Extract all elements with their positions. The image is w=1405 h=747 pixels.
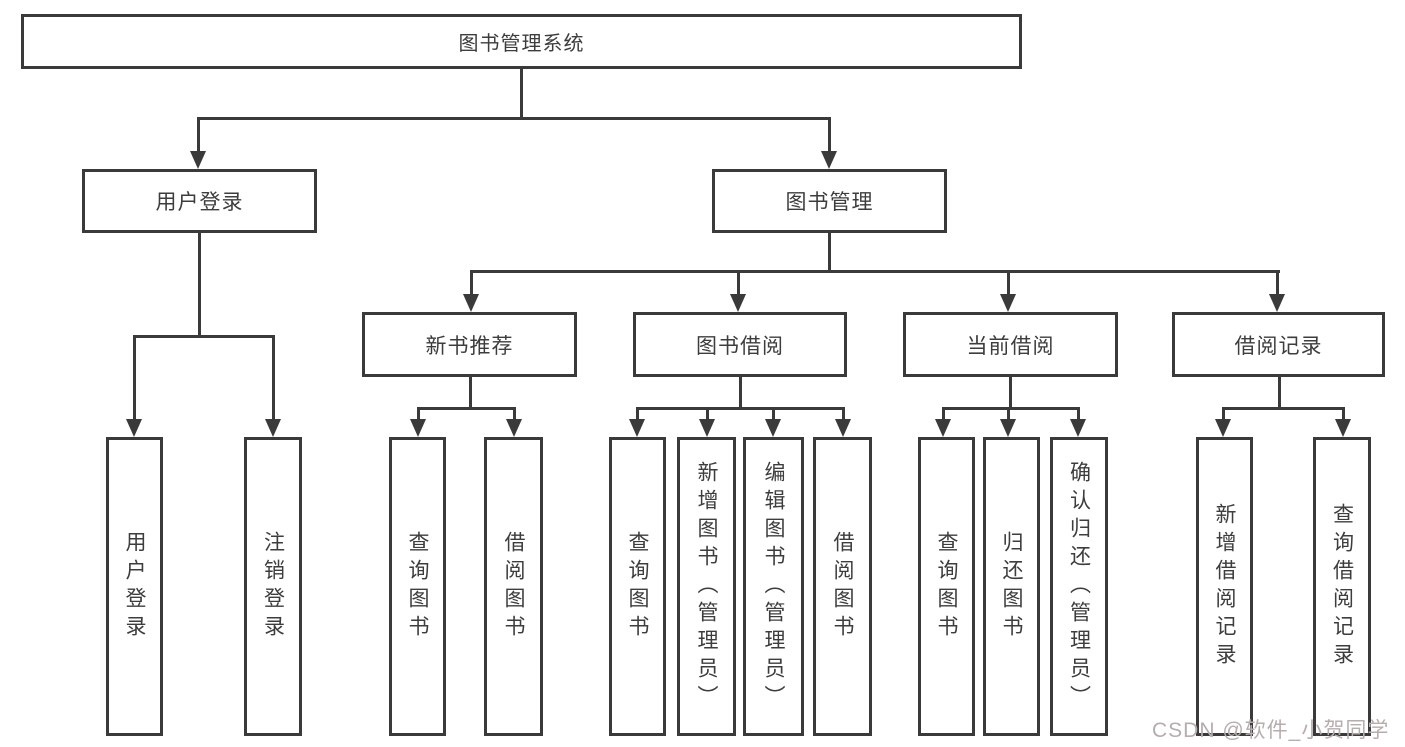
connector-new-book-recommend-stub <box>469 377 472 408</box>
leaf-add-borrow-record-label: 新增借阅记录 <box>1213 502 1236 671</box>
connector-arrow-leaf-user-login-line <box>133 335 136 420</box>
node-borrow-records: 借阅记录 <box>1172 312 1385 377</box>
leaf-user-login: 用户登录 <box>106 437 163 736</box>
arrowhead-book-borrow <box>730 294 746 312</box>
connector-arrow-cb-leaf1-line <box>942 407 945 421</box>
connector-arrow-bb-leaf3-line <box>772 407 775 421</box>
connector-borrow-records-rail <box>1222 407 1345 410</box>
node-root-label: 图书管理系统 <box>458 33 585 55</box>
leaf-confirm-return-admin: 确认归还（管理员） <box>1050 437 1108 736</box>
leaf-query-books-recommend: 查询图书 <box>389 437 446 736</box>
connector-arrow-book-borrow-line <box>737 270 740 296</box>
leaf-borrow-books-label: 借阅图书 <box>831 530 854 643</box>
arrowhead-bb-leaf3 <box>765 419 781 437</box>
connector-arrow-nbr-leaf2-line <box>513 407 516 421</box>
leaf-return-book: 归还图书 <box>983 437 1040 736</box>
connector-arrow-bb-leaf4-line <box>842 407 845 421</box>
leaf-query-books-borrow-label: 查询图书 <box>626 530 649 643</box>
connector-level3-rail <box>470 270 1280 273</box>
arrowhead-br-leaf2 <box>1335 419 1351 437</box>
node-current-borrow: 当前借阅 <box>903 312 1118 377</box>
arrowhead-book-management <box>821 151 837 169</box>
arrowhead-nbr-leaf1 <box>410 419 426 437</box>
arrowhead-user-login <box>190 151 206 169</box>
arrowhead-new-book-recommend <box>463 294 479 312</box>
node-current-borrow-label: 当前借阅 <box>966 334 1055 358</box>
connector-arrow-user-login-line <box>197 117 200 153</box>
leaf-edit-book-admin-label: 编辑图书（管理员） <box>762 460 785 713</box>
connector-book-borrow-stub <box>739 377 742 408</box>
connector-arrow-leaf-logout-line <box>272 335 275 420</box>
connector-current-borrow-stub <box>1009 377 1012 408</box>
arrowhead-bb-leaf1 <box>629 419 645 437</box>
node-book-management-label: 图书管理 <box>785 191 874 214</box>
csdn-watermark: CSDN @软件_小贺同学 <box>1152 719 1390 742</box>
node-user-login: 用户登录 <box>82 169 317 233</box>
connector-user-login-rail <box>133 335 275 338</box>
leaf-confirm-return-admin-label: 确认归还（管理员） <box>1067 460 1091 713</box>
leaf-query-books-borrow: 查询图书 <box>609 437 666 736</box>
arrowhead-leaf-user-login <box>126 419 142 437</box>
connector-user-login-stub <box>198 233 201 336</box>
connector-current-borrow-rail <box>942 407 1080 410</box>
node-new-book-recommend: 新书推荐 <box>362 312 577 377</box>
arrowhead-cb-leaf3 <box>1070 419 1086 437</box>
connector-arrow-book-management-line <box>828 117 831 153</box>
leaf-user-login-label: 用户登录 <box>123 530 146 643</box>
connector-arrow-br-leaf1-line <box>1222 407 1225 421</box>
connector-new-book-recommend-rail <box>417 407 516 410</box>
leaf-query-books-current-label: 查询图书 <box>935 530 958 643</box>
leaf-logout-label: 注销登录 <box>261 530 285 643</box>
arrowhead-cb-leaf2 <box>1000 419 1016 437</box>
arrowhead-nbr-leaf2 <box>506 419 522 437</box>
arrowhead-cb-leaf1 <box>935 419 951 437</box>
leaf-borrow-books-recommend: 借阅图书 <box>484 437 543 736</box>
node-book-management: 图书管理 <box>712 169 947 233</box>
connector-arrow-cb-leaf3-line <box>1077 407 1080 421</box>
arrowhead-borrow-records <box>1269 294 1285 312</box>
node-borrow-records-label: 借阅记录 <box>1234 334 1323 358</box>
node-book-borrow-label: 图书借阅 <box>696 334 784 358</box>
arrowhead-br-leaf1 <box>1215 419 1231 437</box>
leaf-borrow-books: 借阅图书 <box>813 437 872 736</box>
arrowhead-current-borrow <box>1000 294 1016 312</box>
node-root: 图书管理系统 <box>21 14 1022 69</box>
leaf-add-borrow-record: 新增借阅记录 <box>1196 437 1253 736</box>
connector-arrow-borrow-records-line <box>1276 270 1279 296</box>
connector-arrow-nbr-leaf1-line <box>417 407 420 421</box>
connector-root-stub <box>520 67 523 119</box>
leaf-add-book-admin-label: 新增图书（管理员） <box>695 460 718 713</box>
leaf-query-books-recommend-label: 查询图书 <box>406 530 429 643</box>
leaf-query-borrow-record-label: 查询借阅记录 <box>1330 502 1354 671</box>
node-new-book-recommend-label: 新书推荐 <box>425 334 514 358</box>
connector-arrow-bb-leaf1-line <box>636 407 639 421</box>
connector-arrow-current-borrow-line <box>1007 270 1010 296</box>
node-user-login-label: 用户登录 <box>155 191 244 214</box>
connector-arrow-bb-leaf2-line <box>706 407 709 421</box>
leaf-borrow-books-recommend-label: 借阅图书 <box>502 530 525 643</box>
leaf-return-book-label: 归还图书 <box>1000 530 1023 643</box>
connector-arrow-new-book-recommend-line <box>470 270 473 296</box>
arrowhead-bb-leaf4 <box>835 419 851 437</box>
connector-borrow-records-stub <box>1278 377 1281 408</box>
leaf-logout: 注销登录 <box>244 437 302 736</box>
connector-book-borrow-rail <box>636 407 845 410</box>
leaf-add-book-admin: 新增图书（管理员） <box>677 437 736 736</box>
arrowhead-bb-leaf2 <box>699 419 715 437</box>
node-book-borrow: 图书借阅 <box>633 312 847 377</box>
connector-level2-rail <box>197 117 831 120</box>
connector-arrow-cb-leaf2-line <box>1007 407 1010 421</box>
connector-arrow-br-leaf2-line <box>1342 407 1345 421</box>
leaf-query-books-current: 查询图书 <box>918 437 975 736</box>
leaf-edit-book-admin: 编辑图书（管理员） <box>743 437 804 736</box>
leaf-query-borrow-record: 查询借阅记录 <box>1313 437 1371 736</box>
arrowhead-leaf-logout <box>265 419 281 437</box>
connector-book-management-stub <box>828 233 831 273</box>
